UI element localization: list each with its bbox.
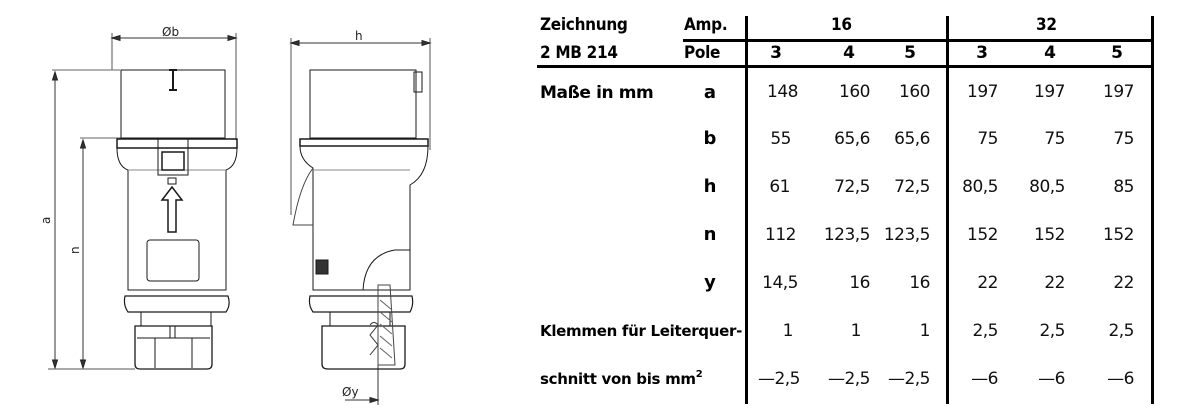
cell-a-16-3: 148 xyxy=(767,82,798,102)
cell-h-16-5: 72,5 xyxy=(894,177,930,197)
amp-group-16: 16 xyxy=(831,15,852,35)
technical-drawing: Øb a n h Øy xyxy=(0,0,520,420)
superscript-squared: 2 xyxy=(695,369,703,380)
cell-h-32-3: 80,5 xyxy=(962,177,998,197)
front-view-plug xyxy=(116,69,238,370)
cell-to-16-5: —2,5 xyxy=(887,369,931,389)
cell-n-16-4: 123,5 xyxy=(823,225,871,245)
cell-from-16-3: 1 xyxy=(782,321,794,341)
row-key-b: b xyxy=(703,128,717,149)
side-view-plug xyxy=(292,69,429,370)
divider-col-32 xyxy=(946,16,949,404)
cell-y-32-3: 22 xyxy=(977,273,998,293)
cell-a-32-5: 197 xyxy=(1103,82,1134,102)
cell-y-16-3: 14,5 xyxy=(762,273,798,293)
front-view-dimensions xyxy=(48,33,238,370)
row-key-n: n xyxy=(703,224,717,245)
cell-b-16-3: 55 xyxy=(770,129,791,149)
cell-n-32-5: 152 xyxy=(1103,225,1134,245)
dim-label-h: h xyxy=(355,29,363,43)
side-view-dimensions xyxy=(289,38,432,405)
drawing-label: Zeichnung xyxy=(540,15,628,35)
row-key-h: h xyxy=(703,176,717,197)
pole-col-32-4: 4 xyxy=(1044,43,1056,63)
cell-to-16-3: —2,5 xyxy=(757,369,801,389)
row-key-y: y xyxy=(704,272,716,293)
cell-h-16-3: 61 xyxy=(769,177,790,197)
pole-col-32-5: 5 xyxy=(1111,43,1123,63)
cell-h-16-4: 72,5 xyxy=(834,177,870,197)
cell-n-16-5: 123,5 xyxy=(883,225,931,245)
divider-header xyxy=(537,65,1154,68)
cell-to-32-3: —6 xyxy=(971,369,998,389)
cell-h-32-4: 80,5 xyxy=(1029,177,1065,197)
pole-col-16-4: 4 xyxy=(843,43,855,63)
cell-from-32-4: 2,5 xyxy=(1039,321,1065,341)
cell-y-16-5: 16 xyxy=(909,273,930,293)
terminals-label-line1: Klemmen für Leiterquer- xyxy=(540,322,743,340)
cell-n-32-4: 152 xyxy=(1034,225,1065,245)
cell-a-32-4: 197 xyxy=(1034,82,1065,102)
amp-group-32: 32 xyxy=(1036,15,1057,35)
pole-label: Pole xyxy=(684,43,721,63)
cell-n-32-3: 152 xyxy=(967,225,998,245)
cell-h-32-5: 85 xyxy=(1113,177,1134,197)
cell-b-16-5: 65,6 xyxy=(894,129,930,149)
cell-b-32-4: 75 xyxy=(1044,129,1065,149)
pole-col-16-3: 3 xyxy=(770,43,782,63)
cell-a-16-5: 160 xyxy=(899,82,930,102)
cell-from-32-5: 2,5 xyxy=(1108,321,1134,341)
pole-col-32-3: 3 xyxy=(976,43,988,63)
divider-amp-row xyxy=(683,39,1154,42)
cell-y-32-5: 22 xyxy=(1113,273,1134,293)
cell-from-32-3: 2,5 xyxy=(972,321,998,341)
cell-y-32-4: 22 xyxy=(1044,273,1065,293)
dim-label-n: n xyxy=(68,246,82,254)
cell-b-16-4: 65,6 xyxy=(834,129,870,149)
cell-to-32-4: —6 xyxy=(1038,369,1065,389)
cell-from-16-4: 1 xyxy=(850,321,862,341)
cell-to-32-5: —6 xyxy=(1107,369,1134,389)
cell-from-16-5: 1 xyxy=(919,321,931,341)
dim-label-diameter-b: Øb xyxy=(162,25,179,39)
cell-y-16-4: 16 xyxy=(849,273,870,293)
divider-col-data xyxy=(745,16,748,404)
cell-a-16-4: 160 xyxy=(839,82,870,102)
amp-label: Amp. xyxy=(684,15,728,35)
section-label-dimensions: Maße in mm xyxy=(540,83,654,103)
drawing-number: 2 MB 214 xyxy=(540,43,618,63)
terminals-label-line2: schnitt von bis mm2 xyxy=(540,369,703,388)
dim-label-diameter-y: Øy xyxy=(342,385,359,399)
cell-b-32-5: 75 xyxy=(1113,129,1134,149)
cell-to-16-4: —2,5 xyxy=(827,369,871,389)
divider-right-edge xyxy=(1151,16,1154,404)
cell-b-32-3: 75 xyxy=(977,129,998,149)
dim-label-a: a xyxy=(39,217,53,224)
row-key-a: a xyxy=(703,82,717,103)
cell-n-16-3: 112 xyxy=(765,225,796,245)
cell-a-32-3: 197 xyxy=(967,82,998,102)
pole-col-16-5: 5 xyxy=(904,43,916,63)
